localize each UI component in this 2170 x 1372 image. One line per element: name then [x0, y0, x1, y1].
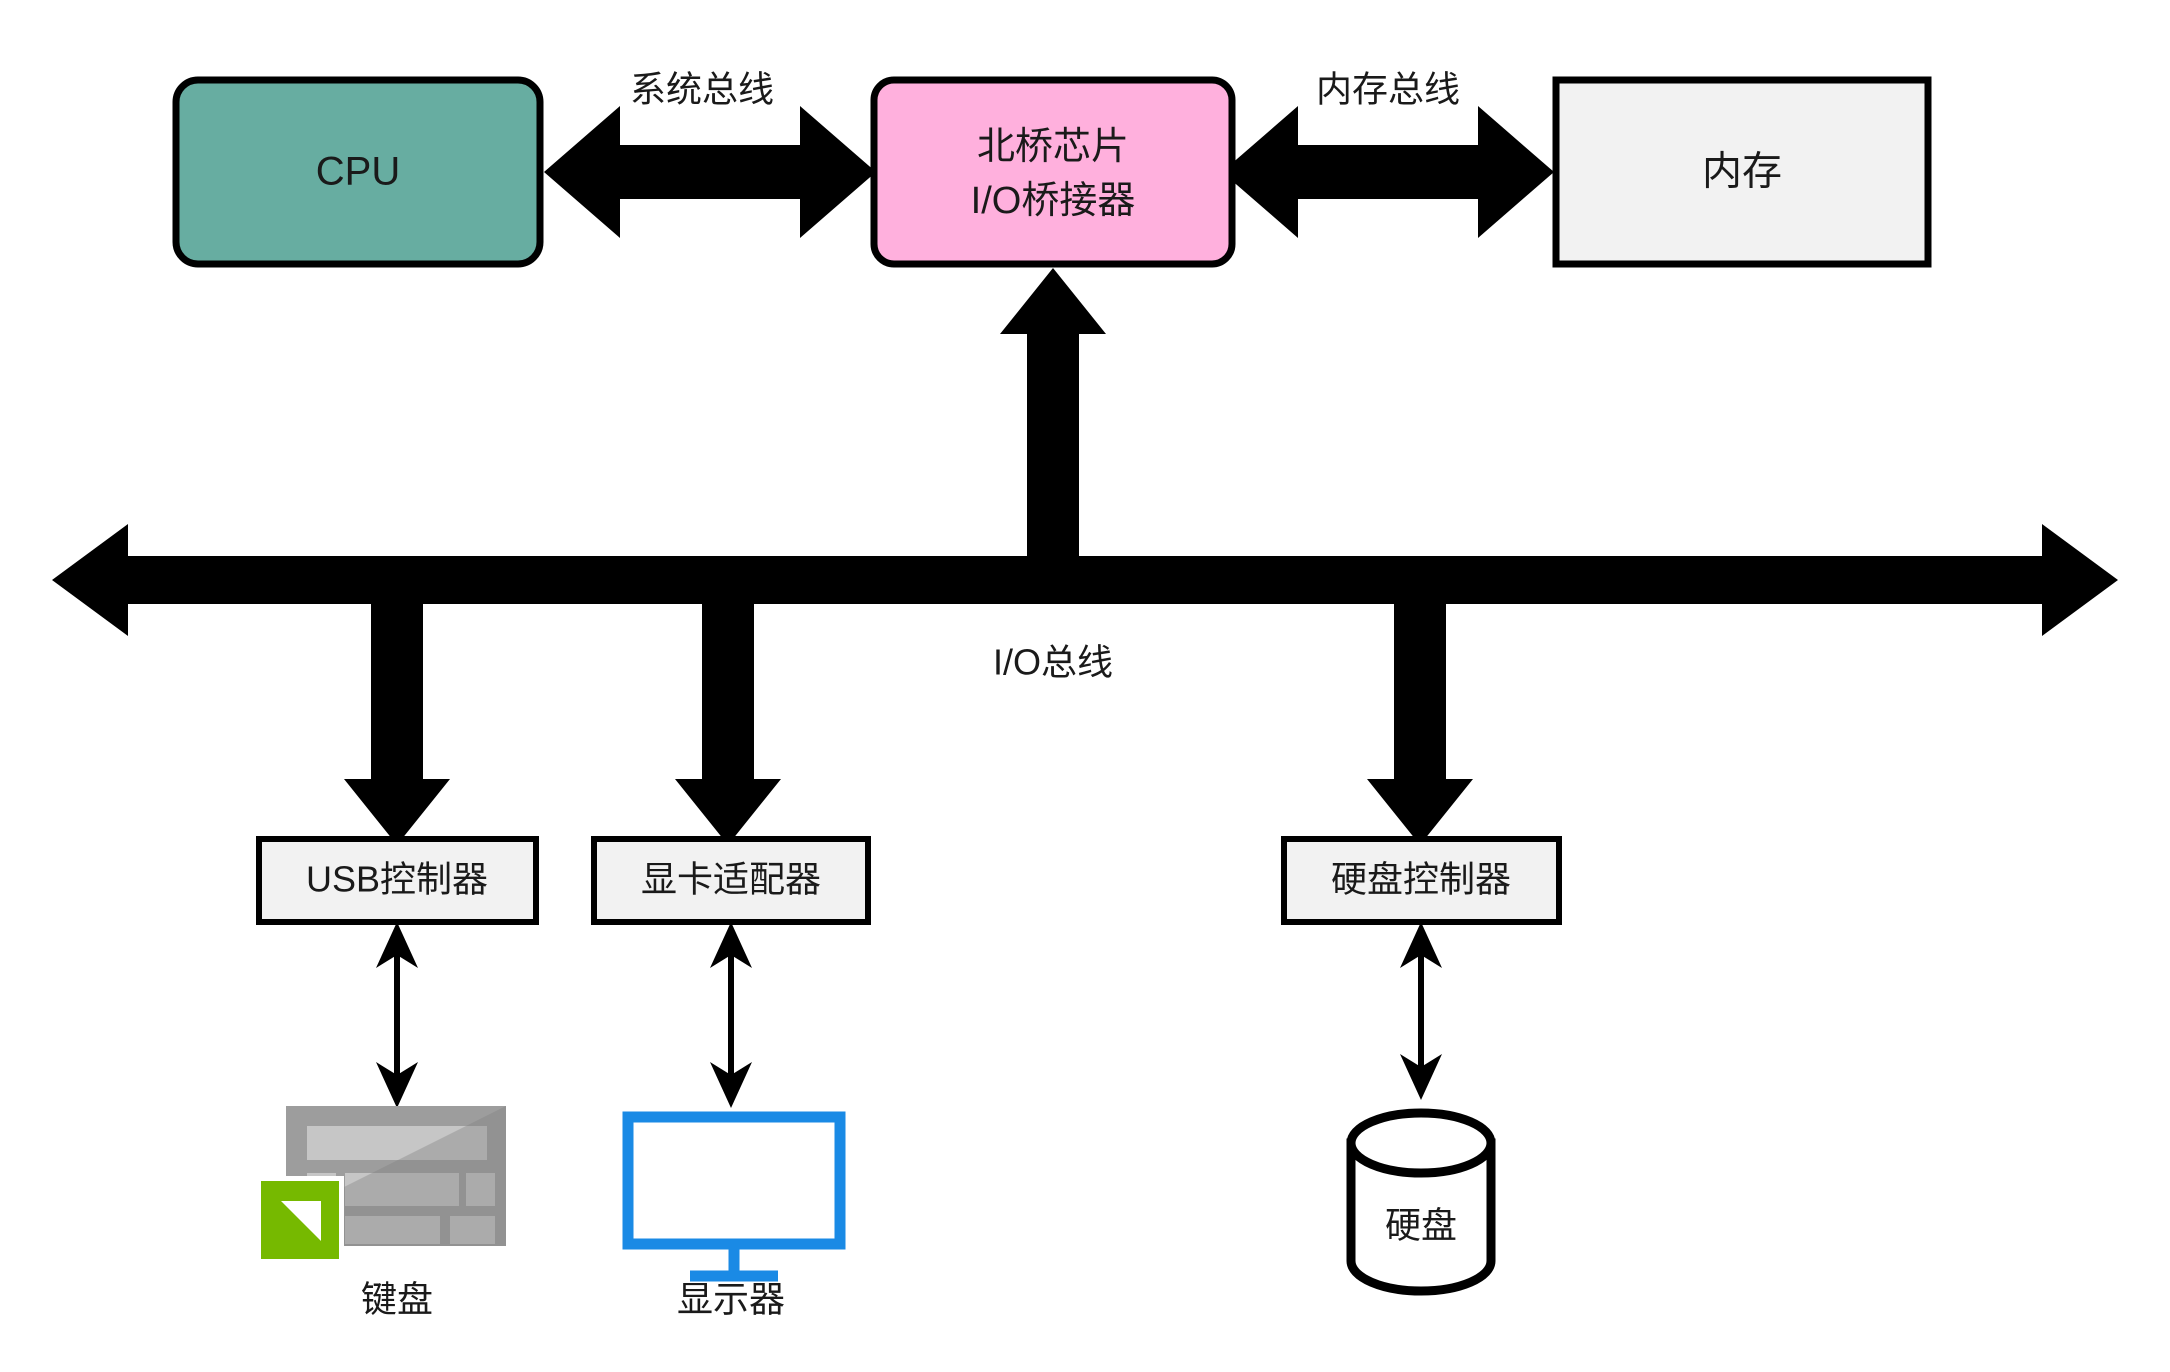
- io-bus-label: I/O总线: [993, 642, 1113, 683]
- graphics-adapter-to-monitor-arrow: [710, 922, 752, 1108]
- memory-bus-arrow: [1222, 106, 1554, 238]
- cpu-box[interactable]: [172, 76, 544, 268]
- node-memory[interactable]: 内存: [1552, 76, 1932, 268]
- bridge-to-io-bus-arrow: [1000, 268, 1106, 596]
- io-bus-to-graphics-adapter-arrow: [675, 600, 781, 845]
- io-bus-to-disk-controller-arrow: [1367, 600, 1473, 845]
- node-graphics-adapter[interactable]: 显卡适配器: [591, 836, 871, 925]
- disk-controller-box[interactable]: [1281, 836, 1562, 925]
- disk-controller-to-harddisk-arrow: [1400, 922, 1442, 1100]
- system-bus-arrow: [544, 106, 876, 238]
- monitor-icon: [622, 1111, 846, 1282]
- node-northbridge[interactable]: 北桥芯片 I/O桥接器: [870, 76, 1236, 268]
- usb-controller-box[interactable]: [256, 836, 539, 925]
- cylinder-icon: 硬盘: [1346, 1108, 1496, 1296]
- node-cpu[interactable]: CPU: [172, 76, 544, 268]
- memory-label: 内存: [1702, 150, 1782, 194]
- keyboard-label: 键盘: [361, 1279, 433, 1320]
- node-disk-controller[interactable]: 硬盘控制器: [1281, 836, 1562, 925]
- northbridge-label-line1: 北桥芯片: [977, 126, 1129, 168]
- io-bus-to-usb-controller-arrow: [344, 600, 450, 845]
- graphics-adapter-box[interactable]: [591, 836, 871, 925]
- node-usb-controller[interactable]: USB控制器: [256, 836, 539, 925]
- memory-box[interactable]: [1552, 76, 1932, 268]
- cpu-label: CPU: [316, 150, 400, 194]
- harddisk-label: 硬盘: [1385, 1205, 1457, 1246]
- memory-bus-label: 内存总线: [1316, 69, 1460, 110]
- usb-controller-to-keyboard-arrow: [376, 922, 418, 1108]
- usb-controller-label: USB控制器: [306, 859, 488, 900]
- keyboard-icon: [256, 1106, 506, 1264]
- northbridge-box[interactable]: [870, 76, 1236, 268]
- io-bus[interactable]: [52, 524, 2118, 636]
- northbridge-label-line2: I/O桥接器: [971, 180, 1136, 222]
- disk-controller-label: 硬盘控制器: [1331, 859, 1511, 900]
- system-bus-label: 系统总线: [630, 69, 774, 110]
- graphics-adapter-label: 显卡适配器: [641, 859, 821, 900]
- monitor-label: 显示器: [677, 1279, 785, 1320]
